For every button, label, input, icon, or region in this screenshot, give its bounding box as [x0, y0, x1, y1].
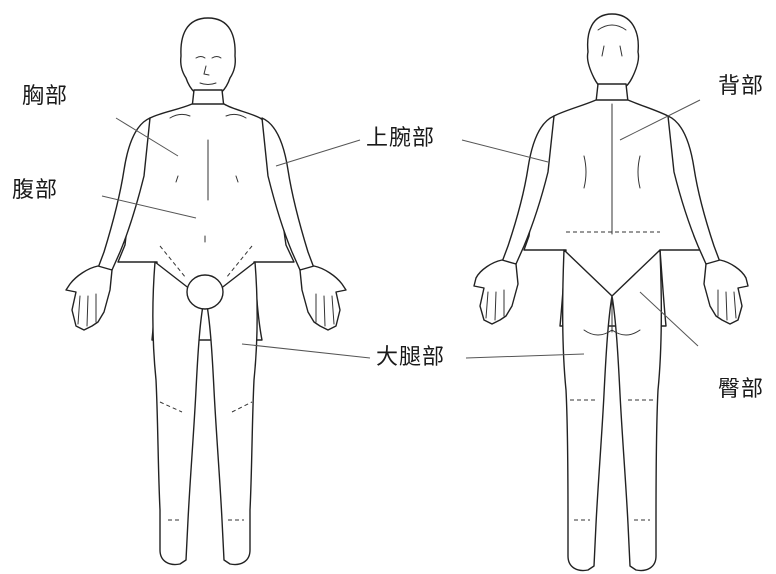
label-thigh: 大腿部 [376, 347, 445, 369]
label-buttock: 臀部 [718, 379, 764, 401]
back-leg-right [612, 250, 661, 570]
front-hand-left [66, 266, 112, 330]
front-head [181, 18, 236, 98]
label-back: 背部 [718, 76, 764, 98]
back-figure [474, 14, 748, 570]
front-figure [66, 18, 346, 564]
leader-upperarm-front [276, 140, 360, 166]
back-leg-left [563, 250, 612, 570]
front-hand-right [300, 266, 346, 330]
back-head [587, 14, 638, 92]
label-upper-arm: 上腕部 [366, 128, 435, 150]
leader-thigh-front [242, 344, 370, 358]
label-chest: 胸部 [22, 86, 68, 108]
label-abdomen: 腹部 [12, 180, 58, 202]
